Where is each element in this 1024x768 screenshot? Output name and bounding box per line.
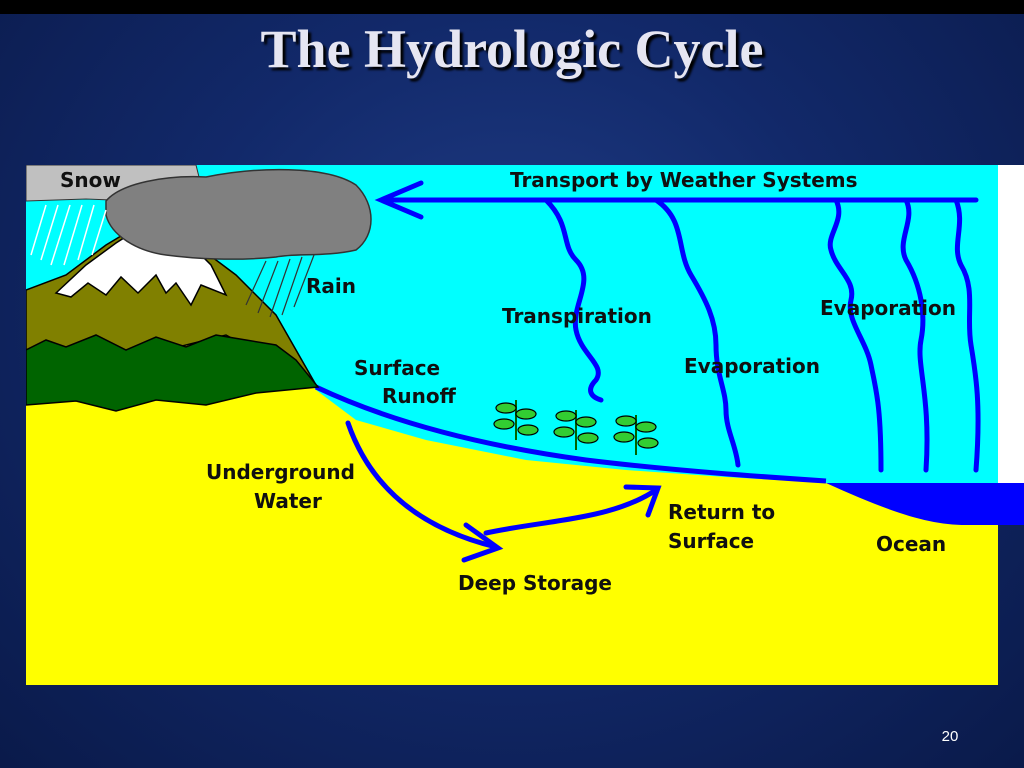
plant-3 <box>613 415 659 455</box>
page-number: 20 <box>941 728 959 745</box>
surface-runoff-line <box>314 384 827 484</box>
ground-lower <box>26 483 998 685</box>
label-transpiration: Transpiration <box>502 304 652 328</box>
label-runoff: Runoff <box>382 384 457 408</box>
label-water: Water <box>254 489 322 513</box>
evaporation-ocean-wave-1 <box>827 197 884 473</box>
label-evaporation-ocean: Evaporation <box>820 296 956 320</box>
evaporation-ocean-wave-2 <box>900 197 930 473</box>
rain-streaks <box>245 254 315 318</box>
label-transport: Transport by Weather Systems <box>510 168 858 192</box>
plant-2 <box>553 410 599 450</box>
label-snow: Snow <box>60 168 121 192</box>
label-ocean: Ocean <box>876 532 946 556</box>
label-underground: Underground <box>206 460 355 484</box>
label-return-surface: Surface <box>668 529 754 553</box>
deep-storage-arrow <box>345 420 504 563</box>
label-surface: Surface <box>354 356 440 380</box>
forest <box>26 334 320 412</box>
hydrologic-cycle-diagram: Snow Transport by Weather Systems Rain T… <box>26 165 1024 685</box>
rain-cloud <box>105 168 372 260</box>
label-deep-storage: Deep Storage <box>458 571 612 595</box>
slide-title: The Hydrologic Cycle <box>260 19 764 79</box>
evaporation-land-wave <box>653 197 741 468</box>
right-white-strip <box>998 165 1024 485</box>
plants <box>493 400 659 455</box>
evaporation-ocean-wave-3 <box>953 197 981 473</box>
return-to-surface-arrow <box>483 484 662 536</box>
plant-1 <box>493 400 539 440</box>
label-evaporation-land: Evaporation <box>684 354 820 378</box>
top-bar <box>0 0 1024 14</box>
transport-arrow <box>374 180 979 220</box>
transpiration-wave <box>543 197 604 403</box>
snowfall-streaks <box>30 204 107 266</box>
ocean <box>826 483 1024 525</box>
label-rain: Rain <box>306 274 356 298</box>
label-return-to: Return to <box>668 500 775 524</box>
